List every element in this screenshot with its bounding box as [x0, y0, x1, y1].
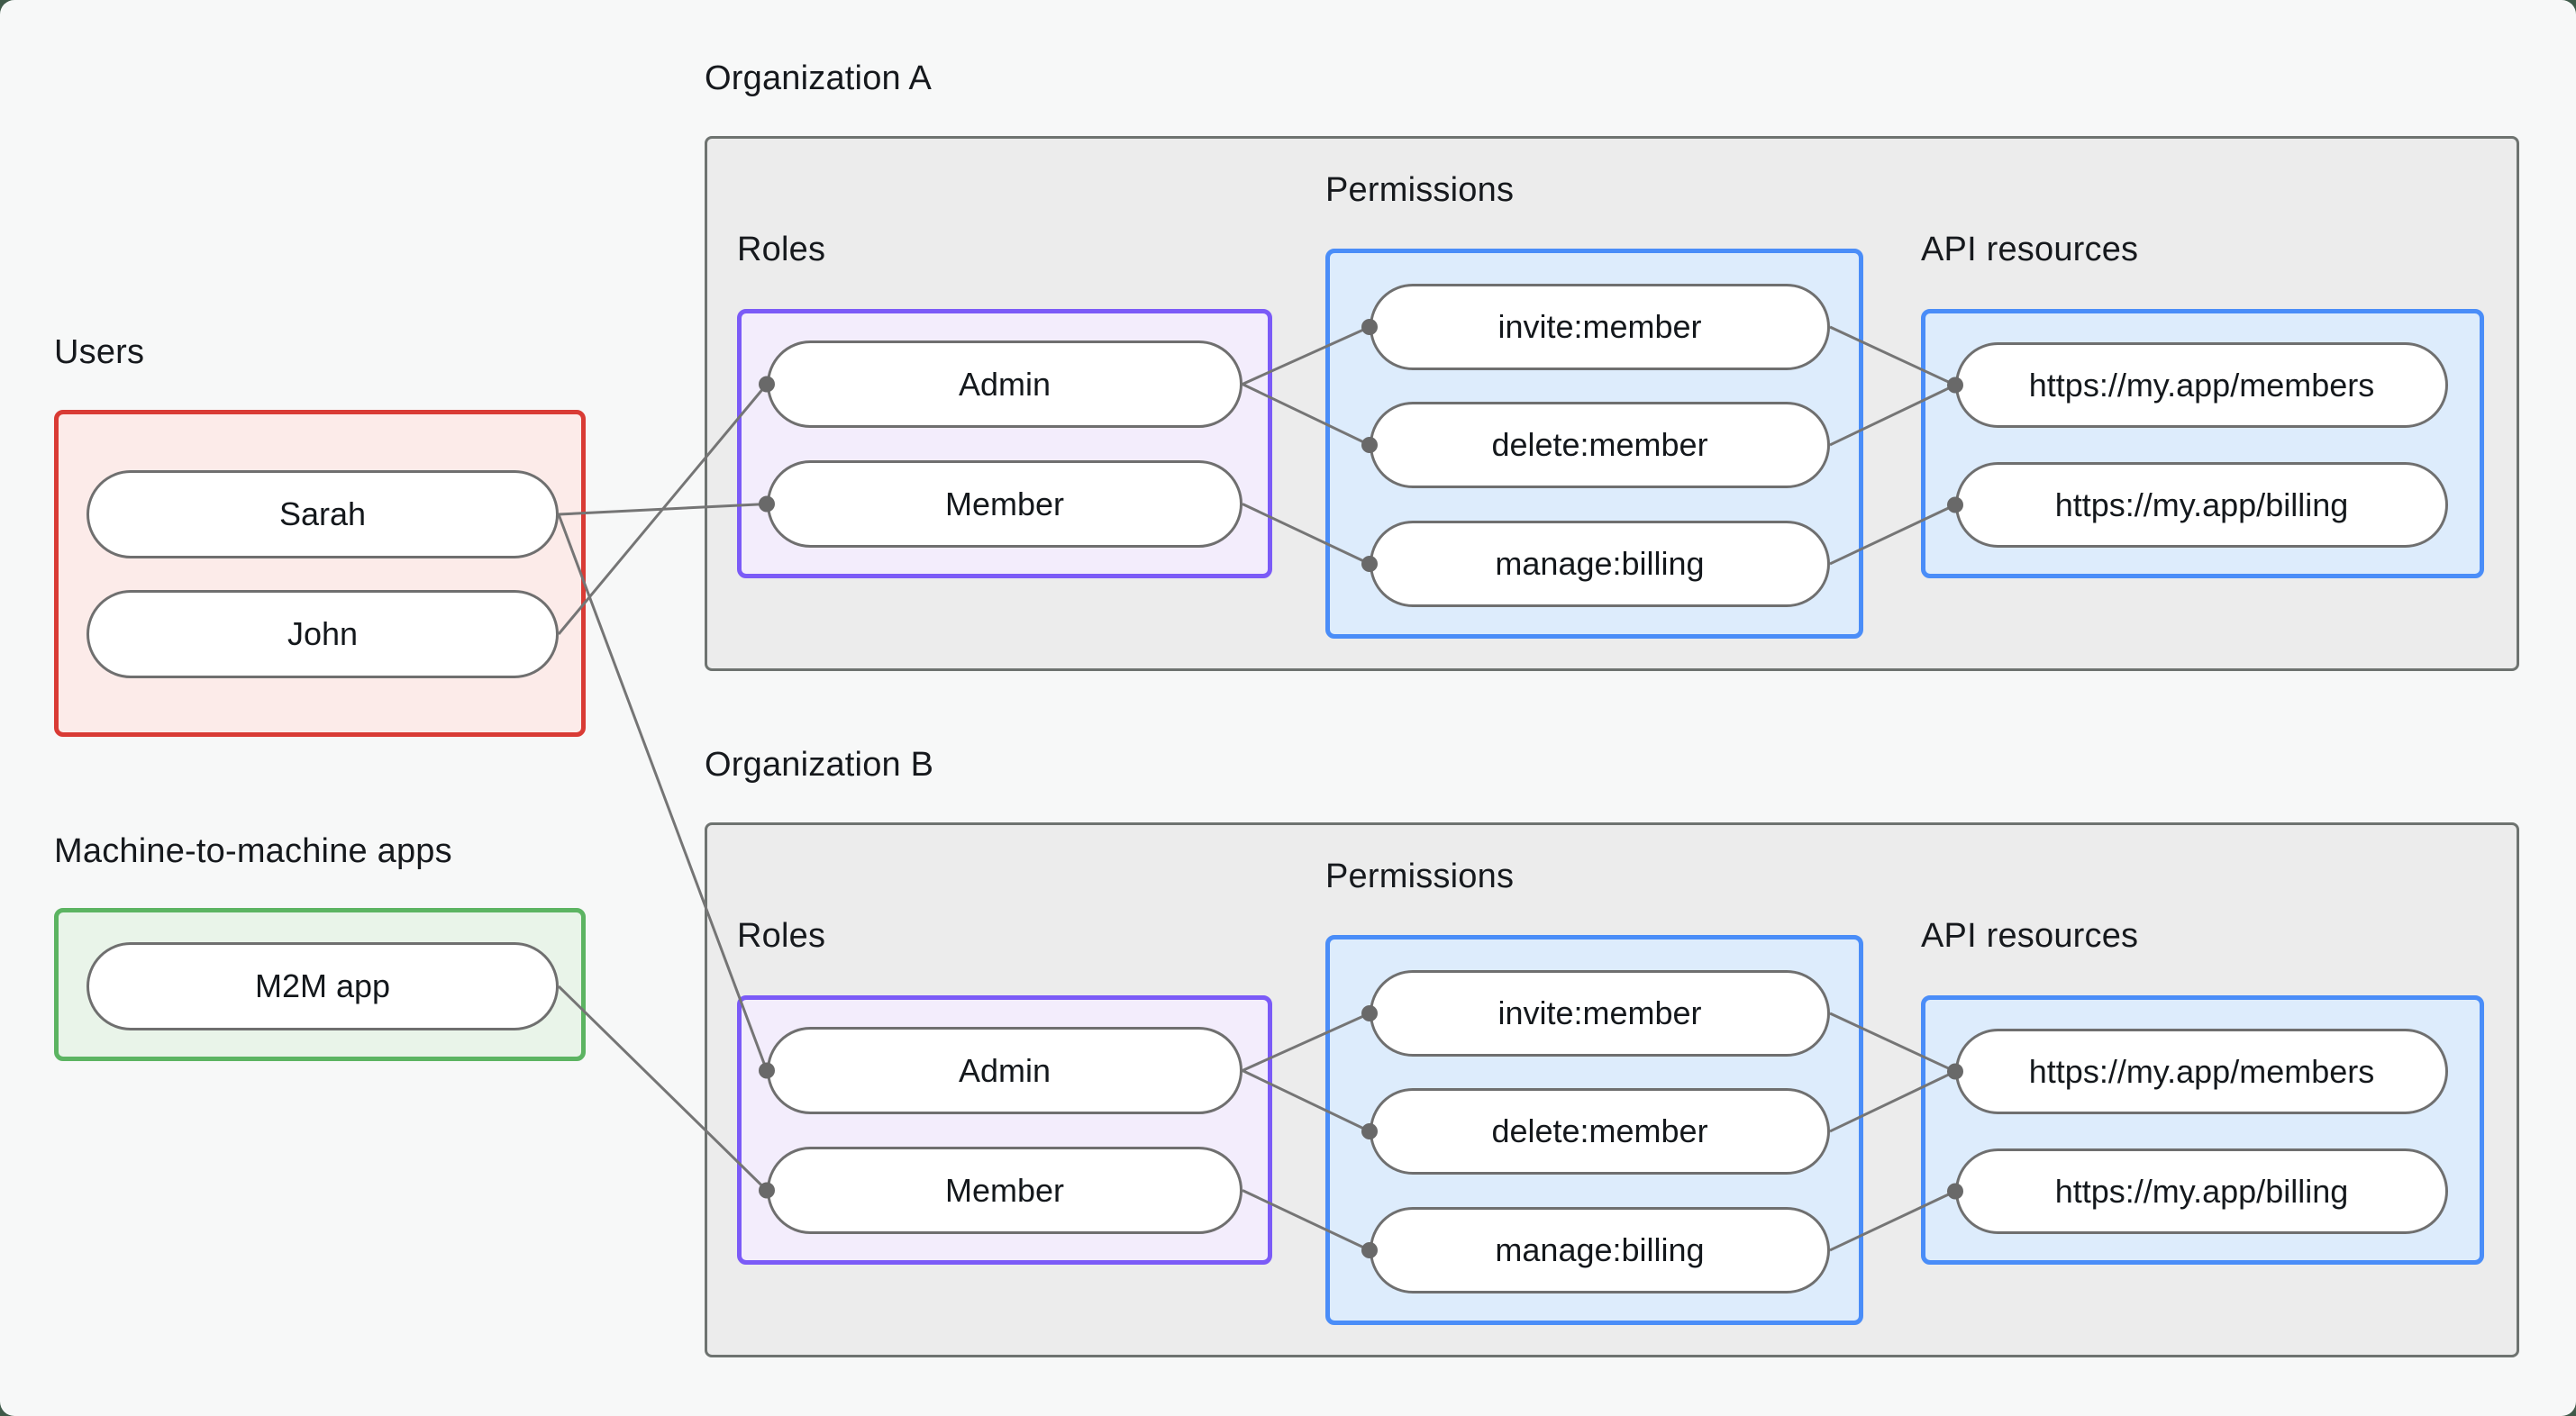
user-pill-sarah: Sarah: [86, 470, 559, 558]
org-a-api-resources-label: API resources: [1921, 231, 2139, 268]
org-b-permission-pill-manage-billing-label: manage:billing: [1495, 1231, 1705, 1268]
org-b-permission-pill-invite-member: invite:member: [1370, 970, 1830, 1057]
m2m-pill-m2m-app-label: M2M app: [254, 967, 391, 1004]
user-pill-john-label: John: [287, 615, 359, 652]
org-b-role-pill-member-label: Member: [944, 1171, 1065, 1209]
org-a-api-pill-https-my-app-members: https://my.app/members: [1955, 342, 2448, 428]
org-a-permission-pill-manage-billing: manage:billing: [1370, 521, 1830, 607]
org-b-api-pill-https-my-app-billing: https://my.app/billing: [1955, 1148, 2448, 1234]
user-pill-sarah-label: Sarah: [278, 495, 367, 532]
org-b-title: Organization B: [705, 746, 934, 784]
org-a-api-pill-https-my-app-billing: https://my.app/billing: [1955, 462, 2448, 548]
org-a-permission-pill-manage-billing-label: manage:billing: [1495, 545, 1705, 582]
org-a-permission-pill-invite-member-label: invite:member: [1497, 308, 1702, 345]
org-b-permission-pill-delete-member-label: delete:member: [1491, 1112, 1708, 1149]
org-b-role-pill-admin: Admin: [767, 1027, 1242, 1114]
org-b-api-pill-https-my-app-members: https://my.app/members: [1955, 1029, 2448, 1114]
org-b-api-resources-label: API resources: [1921, 917, 2139, 955]
user-pill-john: John: [86, 590, 559, 678]
users-group-box: [54, 410, 586, 737]
org-b-permissions-label: Permissions: [1325, 858, 1515, 895]
org-a-permission-pill-delete-member-label: delete:member: [1491, 426, 1708, 463]
users-group-title: Users: [54, 333, 145, 371]
org-a-role-pill-member: Member: [767, 460, 1242, 548]
org-a-api-pill-https-my-app-billing-label: https://my.app/billing: [2054, 486, 2349, 523]
org-b-role-pill-admin-label: Admin: [958, 1051, 1051, 1089]
org-a-permissions-label: Permissions: [1325, 171, 1515, 209]
org-a-api-pill-https-my-app-members-label: https://my.app/members: [2028, 366, 2375, 404]
org-a-permission-pill-delete-member: delete:member: [1370, 402, 1830, 488]
org-b-api-pill-https-my-app-billing-label: https://my.app/billing: [2054, 1172, 2349, 1210]
org-b-api-pill-https-my-app-members-label: https://my.app/members: [2028, 1052, 2375, 1090]
org-a-role-pill-member-label: Member: [944, 485, 1065, 522]
org-b-permission-pill-invite-member-label: invite:member: [1497, 994, 1702, 1031]
m2m-group-title: Machine-to-machine apps: [54, 832, 452, 870]
org-a-title: Organization A: [705, 59, 933, 97]
org-b-permission-pill-delete-member: delete:member: [1370, 1088, 1830, 1175]
org-b-permission-pill-manage-billing: manage:billing: [1370, 1207, 1830, 1293]
org-a-roles-label: Roles: [737, 231, 826, 268]
org-b-roles-label: Roles: [737, 917, 826, 955]
org-a-role-pill-admin-label: Admin: [958, 365, 1051, 403]
m2m-pill-m2m-app: M2M app: [86, 942, 559, 1030]
org-a-permission-pill-invite-member: invite:member: [1370, 284, 1830, 370]
org-b-role-pill-member: Member: [767, 1147, 1242, 1234]
org-a-role-pill-admin: Admin: [767, 340, 1242, 428]
